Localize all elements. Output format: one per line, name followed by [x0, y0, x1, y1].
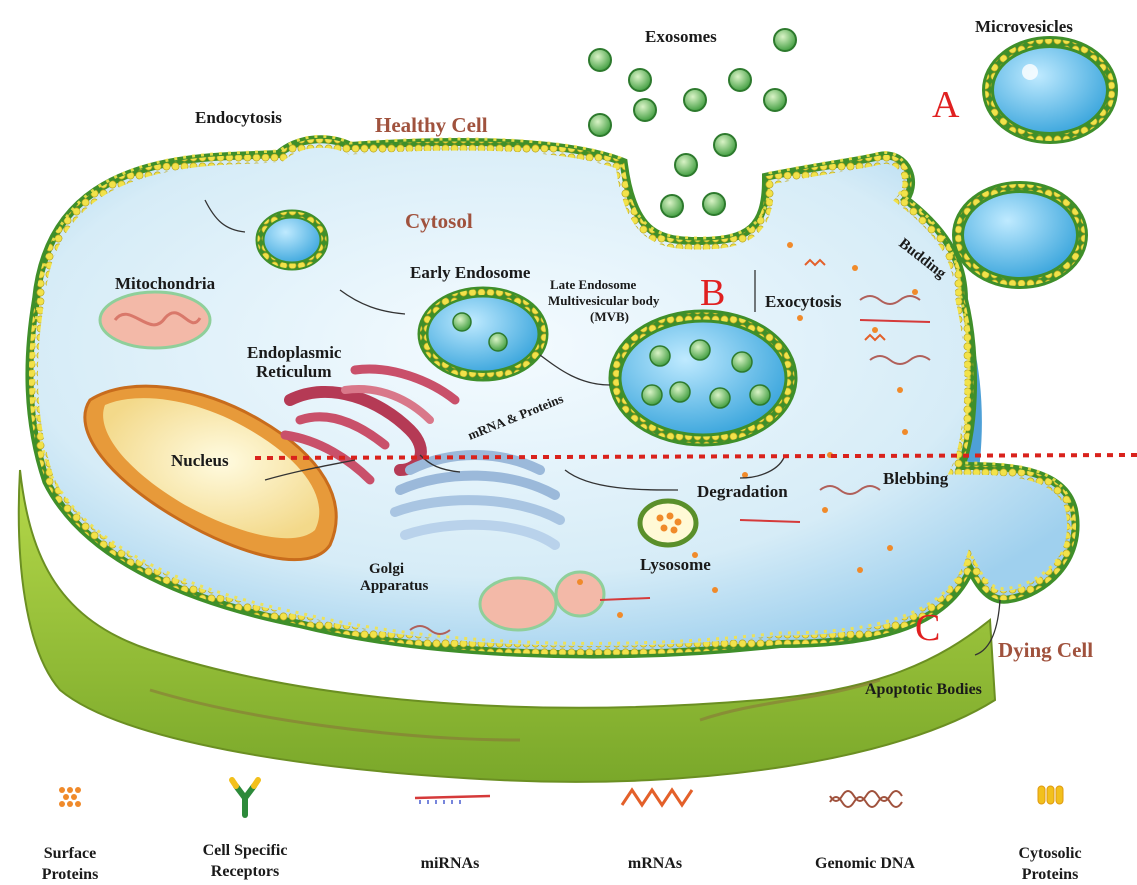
legend-genomic-dna: Genomic DNA [795, 853, 935, 874]
legend-label-line1: miRNAs [400, 853, 500, 874]
budding-vesicle [958, 187, 1082, 283]
apoptotic-bodies-label: Apoptotic Bodies [865, 681, 982, 698]
legend-label-line2: Proteins [20, 864, 120, 885]
legend-label-line1: mRNAs [605, 853, 705, 874]
early-endosome [423, 292, 543, 376]
healthy-cell-label: Healthy Cell [375, 113, 488, 137]
golgi-label-2: Apparatus [360, 578, 429, 594]
legend-mrnas: mRNAs [605, 853, 705, 874]
endocytic-vesicle [260, 214, 324, 266]
er-label-1: Endoplasmic [247, 343, 342, 362]
genomic-dna-icon [830, 791, 902, 807]
dying-cell-label: Dying Cell [998, 638, 1093, 662]
mrna-icon [622, 790, 692, 805]
early-endosome-label: Early Endosome [410, 263, 531, 282]
letter-c: C [915, 607, 940, 649]
legend-cell-specific-receptors: Cell Specific Receptors [180, 840, 310, 882]
legend-mirnas: miRNAs [400, 853, 500, 874]
legend-label-line1: Cell Specific [180, 840, 310, 861]
legend-label-line1: Cytosolic [1000, 843, 1100, 864]
legend-surface-proteins: Surface Proteins [20, 843, 120, 885]
exocytosis-label: Exocytosis [765, 292, 842, 311]
mirna-icon [415, 796, 490, 804]
surface-protein-icon [59, 787, 81, 807]
golgi-label-1: Golgi [369, 561, 404, 577]
legend-label-line2: Proteins [1000, 864, 1100, 885]
blebbing-label: Blebbing [883, 469, 949, 488]
lysosome [640, 501, 696, 545]
er-label-2: Reticulum [256, 362, 332, 381]
letter-b: B [700, 272, 725, 314]
letter-a: A [932, 84, 960, 126]
late-endosome-label-2: Multivesicular body [548, 293, 660, 308]
lysosome-label: Lysosome [640, 555, 711, 574]
cytosolic-protein-icon [1038, 786, 1063, 804]
cytosol-label: Cytosol [405, 209, 473, 233]
legend-label-line2: Receptors [180, 861, 310, 882]
late-endosome-label-1: Late Endosome [550, 277, 637, 292]
mitochondria-label: Mitochondria [115, 274, 216, 293]
legend-cytosolic-proteins: Cytosolic Proteins [1000, 843, 1100, 885]
microvesicle [988, 42, 1112, 138]
legend-label-line1: Genomic DNA [795, 853, 935, 874]
nucleus-label: Nucleus [171, 451, 229, 470]
multivesicular-body [615, 316, 791, 440]
degradation-label: Degradation [697, 482, 788, 501]
receptor-icon [232, 780, 258, 815]
legend-label-line1: Surface [20, 843, 120, 864]
endocytosis-label: Endocytosis [195, 108, 282, 127]
microvesicles-label: Microvesicles [975, 17, 1073, 36]
late-endosome-label-3: (MVB) [590, 309, 629, 324]
exosomes-label: Exosomes [645, 27, 717, 46]
